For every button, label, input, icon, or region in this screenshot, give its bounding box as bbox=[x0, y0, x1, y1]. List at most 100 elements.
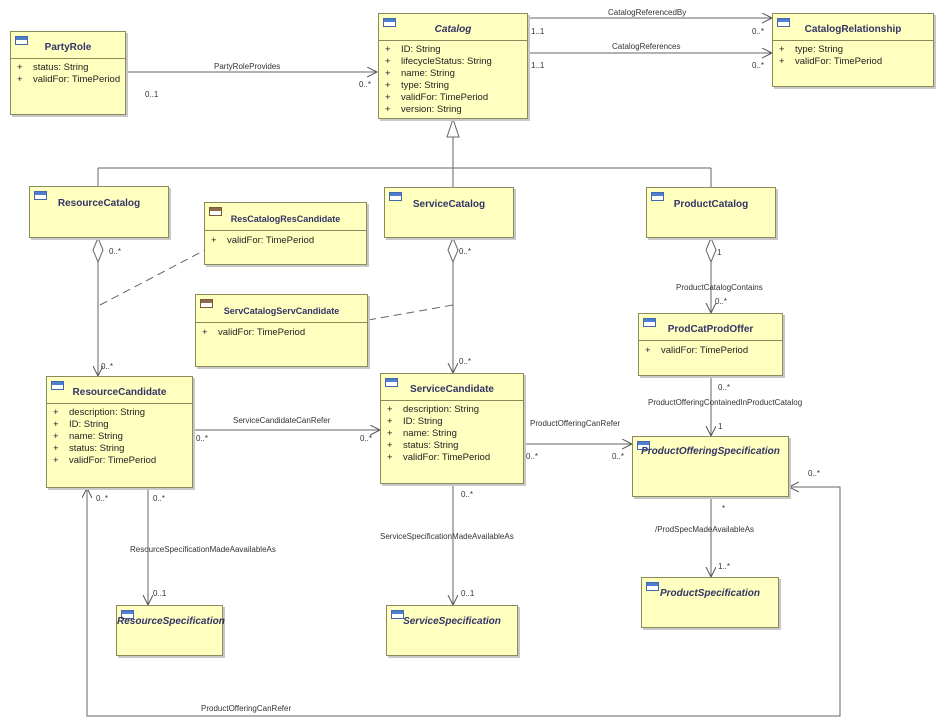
multiplicity: 0..* bbox=[359, 80, 372, 89]
divider bbox=[379, 40, 527, 41]
divider bbox=[773, 40, 933, 41]
multiplicity: 0..* bbox=[360, 434, 373, 443]
assoc-label-catalog-referenced-by: CatalogReferencedBy bbox=[608, 8, 687, 17]
class-name: ProdCatProdOffer bbox=[667, 324, 754, 335]
class-serv-catalog-serv-candidate[interactable]: ServCatalogServCandidate +validFor: Time… bbox=[195, 294, 368, 367]
attribute: +type: String bbox=[779, 44, 844, 55]
class-icon bbox=[34, 191, 47, 200]
class-party-role[interactable]: PartyRole +status: String +validFor: Tim… bbox=[10, 31, 126, 115]
attribute: +validFor: TimePeriod bbox=[645, 345, 749, 356]
class-product-offering-specification[interactable]: ProductOfferingSpecification bbox=[632, 436, 789, 497]
multiplicity: 0..* bbox=[196, 434, 209, 443]
multiplicity: 1..1 bbox=[531, 27, 545, 36]
class-name: ProductOfferingSpecification bbox=[641, 446, 780, 457]
class-resource-specification[interactable]: ResourceSpecification bbox=[116, 605, 225, 656]
class-icon bbox=[391, 610, 404, 619]
class-icon bbox=[637, 441, 650, 450]
class-name: ServCatalogServCandidate bbox=[223, 306, 340, 316]
class-resource-candidate[interactable]: ResourceCandidate +description: String +… bbox=[46, 376, 193, 488]
multiplicity: 1..* bbox=[718, 562, 731, 571]
multiplicity: 0..* bbox=[715, 297, 728, 306]
multiplicity: 0..1 bbox=[153, 589, 167, 598]
multiplicity: 0..* bbox=[752, 27, 765, 36]
res-assoc-class-dash bbox=[99, 249, 206, 306]
association-class-icon bbox=[209, 207, 222, 216]
attribute: +description: String bbox=[387, 404, 480, 415]
class-icon bbox=[651, 192, 664, 201]
multiplicity: 0..* bbox=[612, 452, 625, 461]
class-catalog-relationship[interactable]: CatalogRelationship +type: String +valid… bbox=[772, 13, 934, 87]
divider bbox=[381, 400, 523, 401]
multiplicity: 0..* bbox=[718, 383, 731, 392]
class-product-specification[interactable]: ProductSpecification bbox=[641, 577, 779, 628]
class-resource-catalog[interactable]: ResourceCatalog bbox=[29, 186, 169, 238]
multiplicity: 0..* bbox=[752, 61, 765, 70]
class-name: ServiceCandidate bbox=[410, 384, 494, 395]
multiplicity: 0..* bbox=[109, 247, 122, 256]
attribute-list: +validFor: TimePeriod bbox=[211, 235, 362, 247]
assoc-label-product-catalog-contains: ProductCatalogContains bbox=[676, 283, 763, 292]
assoc-label-product-offering-can-refer: ProductOfferingCanRefer bbox=[530, 419, 621, 428]
class-prod-cat-prod-offer[interactable]: ProdCatProdOffer +validFor: TimePeriod bbox=[638, 313, 783, 376]
class-name: ResCatalogResCandidate bbox=[230, 214, 341, 224]
multiplicity: 0..* bbox=[526, 452, 539, 461]
multiplicity: 0..1 bbox=[461, 589, 475, 598]
class-name: ResourceSpecification bbox=[117, 616, 225, 627]
attribute: +validFor: TimePeriod bbox=[385, 92, 489, 103]
attribute-list: +ID: String +lifecycleStatus: String +na… bbox=[385, 44, 523, 116]
attribute: +description: String bbox=[53, 407, 146, 418]
assoc-label-prod-spec-available: /ProdSpecMadeAvailableAs bbox=[655, 525, 755, 534]
prod-cat-diamond bbox=[705, 236, 717, 264]
attribute: +status: String bbox=[53, 443, 125, 454]
attribute-list: +status: String +validFor: TimePeriod bbox=[17, 62, 121, 86]
assoc-label-service-spec-available: ServiceSpecificationMadeAvailableAs bbox=[380, 532, 514, 541]
class-name: ProductCatalog bbox=[673, 199, 749, 210]
attribute: +type: String bbox=[385, 80, 450, 91]
attribute-list: +description: String +ID: String +name: … bbox=[53, 407, 188, 467]
divider bbox=[639, 340, 782, 341]
assoc-label-service-candidate-can-refer: ServiceCandidateCanRefer bbox=[233, 416, 331, 425]
attribute: +ID: String bbox=[387, 416, 443, 427]
attribute: +ID: String bbox=[53, 419, 109, 430]
class-service-catalog[interactable]: ServiceCatalog bbox=[384, 187, 514, 238]
generalization-triangle bbox=[446, 117, 460, 138]
class-icon bbox=[777, 18, 790, 27]
class-icon bbox=[51, 381, 64, 390]
class-service-specification[interactable]: ServiceSpecification bbox=[386, 605, 518, 656]
attribute: +lifecycleStatus: String bbox=[385, 56, 492, 67]
assoc-label-party-role-provides: PartyRoleProvides bbox=[214, 62, 281, 71]
assoc-label-catalog-references: CatalogReferences bbox=[612, 42, 681, 51]
attribute: +status: String bbox=[387, 440, 459, 451]
class-icon bbox=[646, 582, 659, 591]
attribute: +name: String bbox=[385, 68, 455, 79]
multiplicity: 0..1 bbox=[145, 90, 159, 99]
class-catalog[interactable]: Catalog +ID: String +lifecycleStatus: St… bbox=[378, 13, 528, 119]
class-product-catalog[interactable]: ProductCatalog bbox=[646, 187, 776, 238]
class-name: Catalog bbox=[434, 24, 472, 35]
attribute-list: +type: String +validFor: TimePeriod bbox=[779, 44, 929, 68]
class-name: CatalogRelationship bbox=[804, 24, 902, 35]
res-cat-diamond bbox=[92, 236, 104, 264]
class-icon bbox=[643, 318, 656, 327]
association-class-icon bbox=[200, 299, 213, 308]
attribute: +status: String bbox=[17, 62, 89, 73]
product-offering-can-refer-resource-line bbox=[86, 487, 841, 717]
multiplicity: 1..1 bbox=[531, 61, 545, 70]
multiplicity: 1 bbox=[718, 422, 723, 431]
multiplicity: 0..* bbox=[461, 490, 474, 499]
class-service-candidate[interactable]: ServiceCandidate +description: String +I… bbox=[380, 373, 524, 484]
divider bbox=[47, 403, 192, 404]
class-icon bbox=[15, 36, 28, 45]
multiplicity: 0..* bbox=[459, 247, 472, 256]
attribute: +validFor: TimePeriod bbox=[211, 235, 315, 246]
class-name: PartyRole bbox=[44, 42, 92, 53]
class-icon bbox=[385, 378, 398, 387]
multiplicity: 1 bbox=[717, 248, 722, 257]
assoc-label-product-offering-can-refer-resource: ProductOfferingCanRefer bbox=[201, 704, 292, 713]
class-res-catalog-res-candidate[interactable]: ResCatalogResCandidate +validFor: TimePe… bbox=[204, 202, 367, 265]
class-name: ServiceSpecification bbox=[403, 616, 501, 627]
attribute: +validFor: TimePeriod bbox=[202, 327, 306, 338]
multiplicity: 0..* bbox=[101, 362, 114, 371]
class-icon bbox=[383, 18, 396, 27]
